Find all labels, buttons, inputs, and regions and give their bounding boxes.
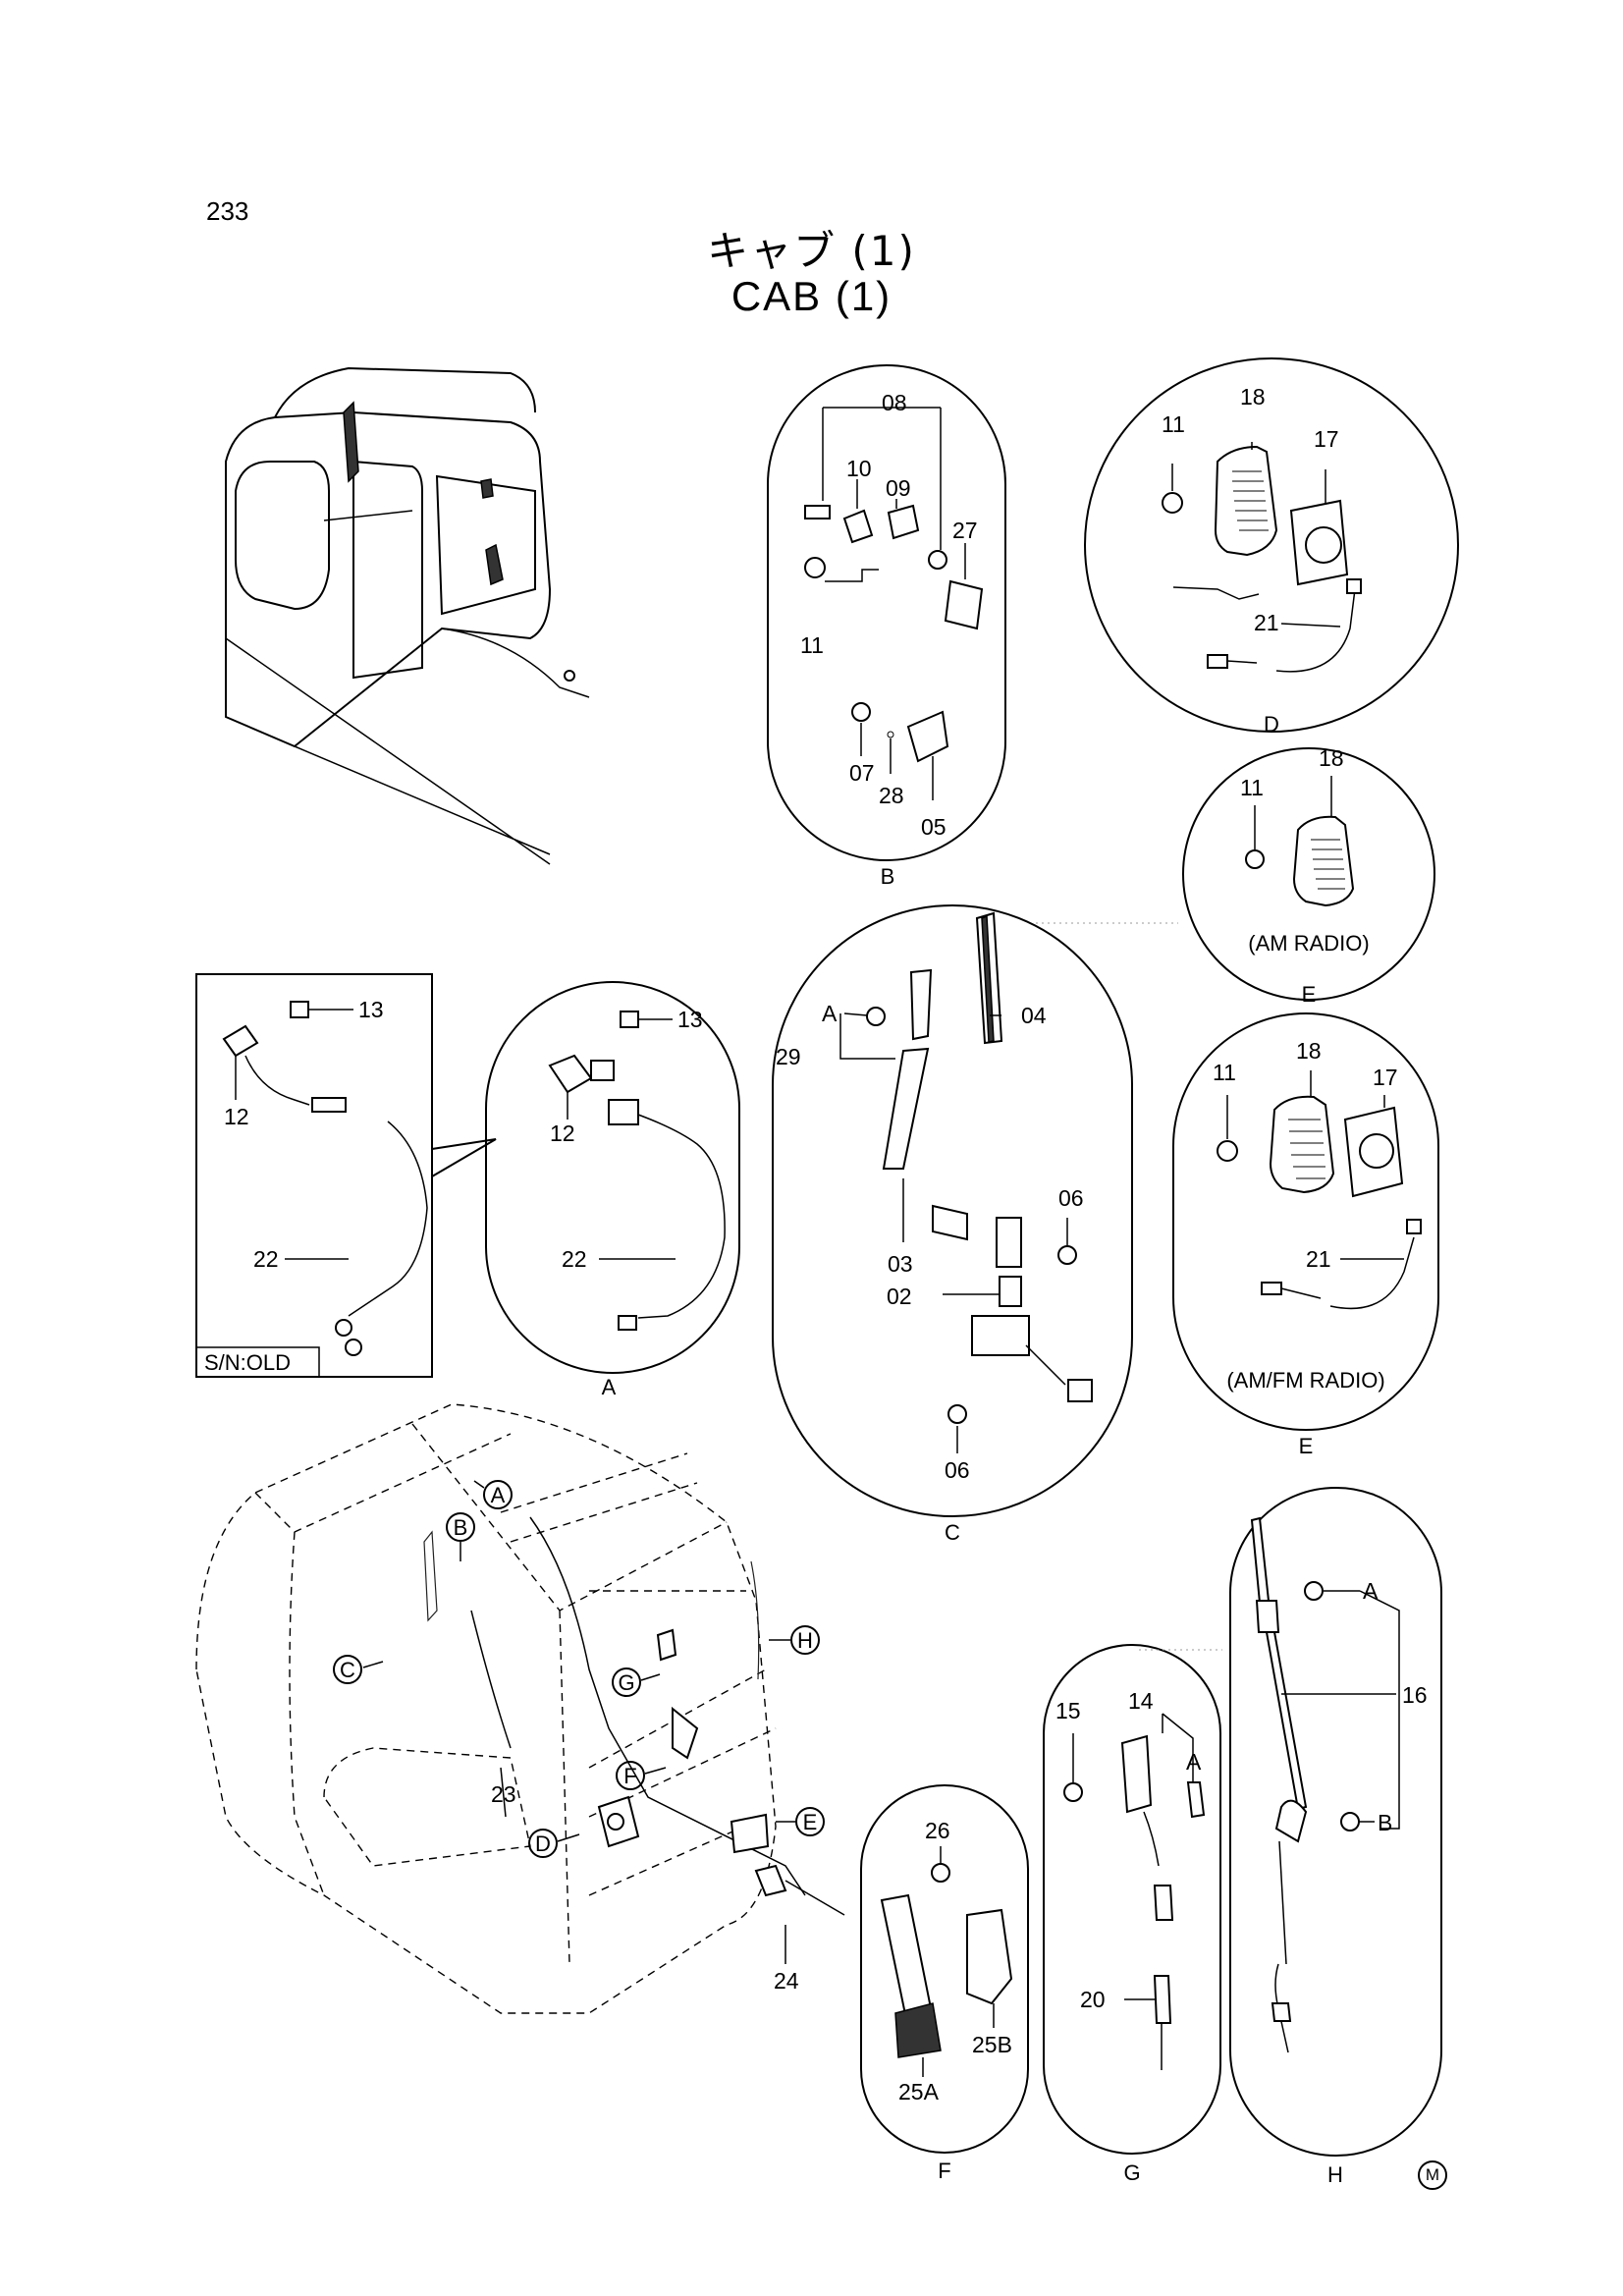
label-d-21: 21 — [1254, 610, 1279, 635]
bubble-e-amfm: E (AM/FM RADIO) 11 18 17 21 — [1172, 1012, 1439, 1458]
label-h-a: A — [1363, 1578, 1379, 1604]
label-d-18: 18 — [1240, 384, 1266, 410]
label-a-22: 22 — [562, 1246, 587, 1272]
bubble-b: B 08 10 09 27 11 07 28 05 — [767, 364, 1006, 889]
bubble-d-label: D — [1264, 712, 1279, 737]
cab-callout-g: G — [612, 1667, 661, 1697]
bubble-b-label: B — [881, 864, 895, 889]
label-c-02: 02 — [887, 1284, 912, 1309]
bubble-a-label: A — [602, 1375, 617, 1399]
bubble-a: A 13 12 22 — [485, 981, 740, 1399]
bubble-g: G 14 15 A 20 — [1043, 1644, 1222, 2185]
bubble-c: C A 29 04 06 03 02 — [772, 904, 1178, 1545]
cab-label-24: 24 — [774, 1968, 799, 1994]
cab-callout-h: H — [769, 1625, 820, 1655]
label-b-09: 09 — [886, 475, 911, 501]
bubble-c-label: C — [945, 1520, 960, 1545]
cab-callout-a: A — [473, 1480, 513, 1509]
label-h-b: B — [1378, 1810, 1392, 1835]
label-f-25b: 25B — [972, 2032, 1012, 2057]
bubble-h-label: H — [1327, 2162, 1343, 2187]
cab-callout-c: C — [333, 1655, 384, 1684]
label-b-07: 07 — [849, 760, 875, 786]
svg-text:E: E — [803, 1810, 818, 1834]
cab-label-23: 23 — [491, 1781, 516, 1807]
label-c-06-bottom: 06 — [945, 1457, 970, 1483]
title-english: CAB (1) — [730, 273, 893, 319]
label-c-29: 29 — [776, 1044, 801, 1069]
label-f-26: 26 — [925, 1818, 950, 1843]
bubble-h: H A 16 B — [1229, 1487, 1442, 2187]
label-c-06-top: 06 — [1058, 1185, 1084, 1211]
label-e-amfm-18: 18 — [1296, 1038, 1322, 1064]
old-version-box: 13 12 22 S/N:OLD — [195, 973, 497, 1378]
label-b-05: 05 — [921, 814, 947, 840]
title-japanese: キャブ (1) — [707, 227, 916, 275]
label-b-08: 08 — [882, 390, 907, 415]
bubble-e-am: E (AM RADIO) 11 18 — [1182, 745, 1435, 1007]
label-h-16: 16 — [1402, 1682, 1428, 1708]
cab-frame-illustration: A B C D E — [195, 1403, 845, 2014]
label-old-12: 12 — [224, 1104, 249, 1129]
label-a-12: 12 — [550, 1121, 575, 1146]
old-box-label: S/N:OLD — [204, 1350, 291, 1375]
label-c-04: 04 — [1021, 1003, 1047, 1028]
svg-text:F: F — [623, 1764, 636, 1788]
label-c-03: 03 — [888, 1251, 913, 1277]
bubble-f: F 26 25B 25A — [860, 1784, 1029, 2183]
label-e-amfm-21: 21 — [1306, 1246, 1331, 1272]
svg-text:C: C — [340, 1658, 355, 1682]
bubble-e-am-note: (AM RADIO) — [1248, 931, 1369, 956]
page-number: 233 — [206, 196, 249, 226]
label-g-14: 14 — [1128, 1688, 1154, 1714]
label-g-20: 20 — [1080, 1987, 1106, 2012]
label-a-13: 13 — [677, 1007, 703, 1032]
label-c-a: A — [822, 1001, 838, 1026]
label-b-10: 10 — [846, 456, 872, 481]
label-e-amfm-11: 11 — [1213, 1060, 1236, 1085]
bubble-e-am-label: E — [1302, 982, 1317, 1007]
svg-text:B: B — [454, 1515, 468, 1540]
label-old-13: 13 — [358, 997, 384, 1022]
label-f-25a: 25A — [898, 2079, 940, 2105]
svg-text:A: A — [491, 1483, 506, 1507]
cab-callout-f: F — [616, 1761, 667, 1790]
bubble-g-label: G — [1123, 2160, 1140, 2185]
cab-overview-illustration — [225, 366, 590, 865]
label-e-am-11: 11 — [1240, 775, 1264, 800]
bubble-d: D 11 18 17 21 — [1084, 357, 1459, 737]
label-d-11: 11 — [1162, 411, 1185, 437]
cab-callout-d: D — [528, 1829, 580, 1858]
m-marker-symbol: M — [1418, 2160, 1447, 2190]
bubble-e-amfm-label: E — [1299, 1434, 1314, 1458]
label-b-27: 27 — [952, 518, 978, 543]
svg-text:D: D — [535, 1831, 551, 1856]
cab-callout-e: E — [776, 1807, 825, 1836]
label-e-am-18: 18 — [1319, 745, 1344, 771]
bubble-e-amfm-note: (AM/FM RADIO) — [1226, 1368, 1384, 1393]
cab-callout-b: B — [446, 1512, 475, 1561]
bubble-f-label: F — [938, 2159, 950, 2183]
svg-text:H: H — [797, 1628, 813, 1653]
svg-text:G: G — [618, 1670, 634, 1695]
label-e-amfm-17: 17 — [1373, 1065, 1398, 1090]
label-b-11: 11 — [800, 632, 824, 658]
label-g-a: A — [1186, 1749, 1202, 1775]
label-d-17: 17 — [1314, 426, 1339, 452]
label-old-22: 22 — [253, 1246, 279, 1272]
label-b-28: 28 — [879, 783, 904, 808]
label-g-15: 15 — [1055, 1698, 1081, 1723]
